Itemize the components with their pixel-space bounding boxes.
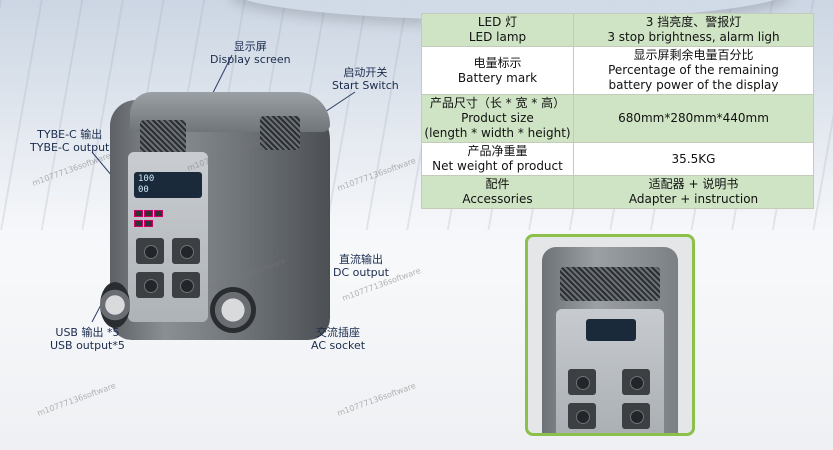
spec-value: 显示屏剩余电量百分比 Percentage of the remaining b… (573, 46, 814, 95)
callout-dc-en: DC output (333, 266, 389, 279)
wheel (210, 287, 256, 333)
table-row: 配件 Accessories 适配器 + 说明书 Adapter + instr… (421, 175, 814, 209)
spec-key: 产品净重量 Net weight of product (421, 142, 574, 176)
callout-start: 启动开关 Start Switch (332, 66, 399, 92)
spec-table: LED 灯 LED lamp 3 挡亮度、警报灯 3 stop brightne… (421, 13, 814, 209)
spec-value: 680mm*280mm*440mm (573, 94, 814, 143)
usb-port (144, 210, 153, 217)
screen-reading-2: 00 (138, 185, 149, 195)
spec-key-line: Accessories (462, 192, 533, 206)
spec-value-line: 3 stop brightness, alarm ligh (607, 30, 780, 44)
spec-value-line: battery power of the display (608, 78, 779, 92)
power-station-illustration: 100 00 (100, 92, 340, 352)
callout-display-zh: 显示屏 (233, 40, 267, 53)
spec-value-line: 显示屏剩余电量百分比 (633, 48, 754, 62)
ac-socket (136, 272, 164, 298)
control-panel: 100 00 (128, 152, 208, 322)
spec-value-line: 35.5KG (671, 151, 716, 166)
callout-usb: USB 输出 *5 USB output*5 (50, 326, 125, 352)
spec-value-line: Percentage of the remaining (608, 63, 779, 77)
ac-socket (136, 238, 164, 264)
spec-key-line: 配件 (485, 177, 510, 191)
photo-vent (560, 267, 660, 301)
spec-key-line: LED lamp (468, 30, 527, 44)
vent-left (140, 120, 186, 154)
table-row: 产品尺寸（长 * 宽 * 高） Product size (length * w… (421, 94, 814, 143)
screen-reading-1: 100 (138, 174, 155, 184)
spec-key-line: LED 灯 (477, 15, 518, 29)
callout-dc: 直流输出 DC output (333, 253, 389, 279)
photo-display (586, 319, 636, 341)
callout-usb-en: USB output*5 (50, 339, 125, 352)
callout-dc-zh: 直流输出 (338, 253, 383, 266)
photo-unit-body (542, 247, 678, 433)
wheel (100, 282, 130, 328)
usb-port (154, 210, 163, 217)
photo-ac-socket (568, 369, 596, 395)
spec-key: LED 灯 LED lamp (421, 13, 574, 47)
spec-key-line: 产品净重量 (467, 144, 528, 158)
spec-key-line: Battery mark (457, 70, 538, 85)
display-screen: 100 00 (134, 172, 202, 198)
spec-key-line: (length * width * height) (424, 126, 571, 140)
table-row: LED 灯 LED lamp 3 挡亮度、警报灯 3 stop brightne… (421, 13, 814, 47)
photo-ac-socket (622, 403, 650, 429)
spec-value: 3 挡亮度、警报灯 3 stop brightness, alarm ligh (573, 13, 814, 47)
spec-value-line: 680mm*280mm*440mm (618, 111, 769, 125)
ac-socket (172, 272, 200, 298)
spec-value-line: Adapter + instruction (628, 192, 759, 206)
spec-key-line: Net weight of product (432, 159, 563, 173)
usb-port (134, 210, 143, 217)
spec-value-line: 3 挡亮度、警报灯 (645, 15, 742, 29)
photo-ac-socket (568, 403, 596, 429)
spec-value: 35.5KG (573, 142, 814, 176)
spec-key: 电量标示 Battery mark (421, 46, 574, 95)
spec-key-line: 电量标示 (473, 55, 522, 70)
callout-typec-zh: TYBE-C 输出 (37, 128, 103, 141)
spec-value-line: 适配器 + 说明书 (648, 177, 739, 191)
callout-usb-zh: USB 输出 *5 (55, 326, 120, 339)
callout-display: 显示屏 Display screen (210, 40, 291, 66)
photo-control-panel (556, 309, 664, 433)
spec-key-line: Product size (461, 111, 534, 125)
spec-key: 配件 Accessories (421, 175, 574, 209)
ac-socket (172, 238, 200, 264)
table-row: 产品净重量 Net weight of product 35.5KG (421, 142, 814, 176)
callout-start-zh: 启动开关 (343, 66, 388, 79)
spec-key: 产品尺寸（长 * 宽 * 高） Product size (length * w… (421, 94, 574, 143)
callout-start-en: Start Switch (332, 79, 399, 92)
spec-key-line: 产品尺寸（长 * 宽 * 高） (429, 96, 566, 110)
vent-right (260, 116, 300, 150)
callout-ac-zh: 交流插座 (316, 326, 361, 339)
product-photo (525, 234, 695, 436)
table-row: 电量标示 Battery mark 显示屏剩余电量百分比 Percentage … (421, 46, 814, 95)
usb-port (144, 220, 153, 227)
spec-value: 适配器 + 说明书 Adapter + instruction (573, 175, 814, 209)
usb-port (134, 220, 143, 227)
callout-ac: 交流插座 AC socket (311, 326, 365, 352)
callout-typec: TYBE-C 输出 TYBE-C output (30, 128, 109, 154)
callout-typec-en: TYBE-C output (30, 141, 110, 154)
callout-display-en: Display screen (210, 53, 291, 66)
photo-ac-socket (622, 369, 650, 395)
callout-ac-en: AC socket (311, 339, 366, 352)
